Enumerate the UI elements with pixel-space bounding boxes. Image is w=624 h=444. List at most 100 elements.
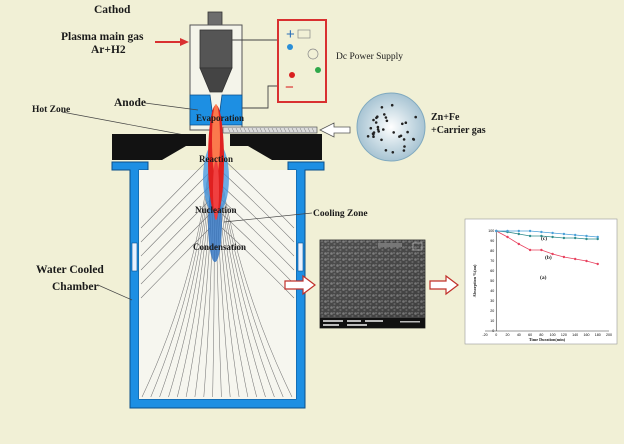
powder-particle [376, 115, 379, 118]
chart-data-point [540, 230, 543, 234]
chart-data-point [540, 248, 543, 252]
flow-line [221, 213, 295, 285]
chart-data-point [585, 237, 588, 241]
chart-y-tick-label: 50 [490, 279, 494, 283]
tube-hatch [271, 127, 275, 133]
cathod-label: Cathod [94, 4, 131, 16]
tube-hatch [283, 127, 287, 133]
chart-data-point [528, 234, 532, 238]
chamber-lid [112, 134, 322, 160]
powder-particle [384, 116, 388, 119]
hot-zone-label: Hot Zone [32, 105, 70, 115]
powder-particle [374, 121, 378, 124]
chart-data-point [596, 235, 599, 239]
chart-data-point [574, 233, 577, 237]
powder-particle [372, 135, 375, 138]
chart-data-point [551, 235, 554, 239]
tube-hatch [263, 127, 267, 133]
powder-particle [382, 128, 385, 131]
tube-hatch [279, 127, 283, 133]
flow-line [221, 199, 295, 271]
feed-arrow [319, 122, 351, 138]
powder-particle [380, 106, 384, 109]
evaporation-label: Evaporation [196, 113, 244, 123]
powder-particle [366, 135, 370, 138]
chart-series-line [496, 230, 598, 240]
feed-label-line2: +Carrier gas [431, 125, 486, 136]
chart-y-axis-label: Absorption %(au) [472, 264, 477, 297]
cooling-zone-leader-line [223, 212, 313, 223]
condensation-label: Condensation [193, 242, 246, 252]
powder-feed-tube [222, 126, 318, 134]
tube-hatch [291, 127, 295, 133]
tube-hatch [299, 127, 303, 133]
chart-data-point [506, 229, 509, 233]
chart-data-point [517, 242, 520, 246]
powder-particle [406, 130, 409, 134]
powder-particle [380, 138, 383, 142]
powder-particle [376, 125, 380, 129]
chart-series-line [496, 230, 598, 238]
power-minus-symbol: − [285, 79, 294, 96]
chart-x-tick-label: 160 [583, 333, 589, 337]
chart-y-tick-label: 80 [490, 249, 494, 253]
powder-particle [372, 118, 375, 122]
tube-hatch [247, 127, 251, 133]
powder-particle [412, 138, 416, 141]
chart-x-tick-label: 120 [561, 333, 567, 337]
powder-particle [392, 131, 396, 134]
chart-y-tick-label: 40 [490, 289, 494, 293]
chart-data-point [551, 231, 554, 235]
chart-x-tick-label: -20 [482, 333, 487, 337]
chart-x-tick-label: 200 [606, 333, 612, 337]
chart-data-point [562, 232, 566, 236]
plasma-gas-arrow [155, 38, 189, 46]
chart-series-label: (b) [545, 254, 552, 261]
reaction-label: Reaction [199, 154, 233, 164]
chart-data-point [517, 232, 520, 236]
tube-hatch [259, 127, 263, 133]
powder-particle [383, 113, 386, 116]
powder-particle [414, 115, 418, 119]
chart-data-point [574, 236, 577, 240]
chart-data-point [528, 229, 532, 233]
tube-hatch [307, 127, 311, 133]
dc-power-supply-label: Dc Power Supply [336, 52, 403, 62]
chart-series-label: (c) [541, 235, 547, 242]
tube-hatch [243, 127, 247, 133]
chart-y-tick-label: 0 [492, 329, 494, 333]
chart-x-tick-label: 140 [572, 333, 578, 337]
chart-y-tick-label: 20 [490, 309, 494, 313]
flow-line [221, 171, 295, 243]
flow-line [221, 157, 295, 229]
tube-hatch [303, 127, 307, 133]
plasma-gas-label-line1: Plasma main gas [61, 31, 144, 43]
powder-particle [401, 122, 404, 126]
chart-data-point [596, 262, 599, 266]
plasma-jet [203, 104, 229, 262]
chart-data-point [551, 252, 554, 256]
flow-line [140, 227, 211, 299]
chart-data-point [528, 248, 532, 252]
chart-series-label: (a) [540, 274, 547, 281]
chart-x-tick-label: 100 [550, 333, 556, 337]
anode-label: Anode [114, 97, 146, 109]
powder-particles-circle [356, 92, 426, 162]
chart-data-point [574, 257, 577, 261]
chart-y-tick-label: 70 [490, 259, 494, 263]
powder-particle [385, 119, 389, 123]
tube-hatch [275, 127, 279, 133]
chart-x-tick-label: 40 [517, 333, 521, 337]
chamber-label-line1: Water Cooled [36, 264, 104, 276]
chamber-label-line2: Chamber [52, 281, 99, 293]
chart-x-tick-label: 80 [539, 333, 543, 337]
chart-x-tick-label: 60 [528, 333, 532, 337]
powder-particle [402, 138, 406, 141]
tube-hatch [295, 127, 299, 133]
chart-data-point [562, 236, 566, 240]
flow-line [140, 157, 211, 229]
tube-hatch [235, 127, 239, 133]
dc-power-supply-box: + − [277, 19, 327, 103]
